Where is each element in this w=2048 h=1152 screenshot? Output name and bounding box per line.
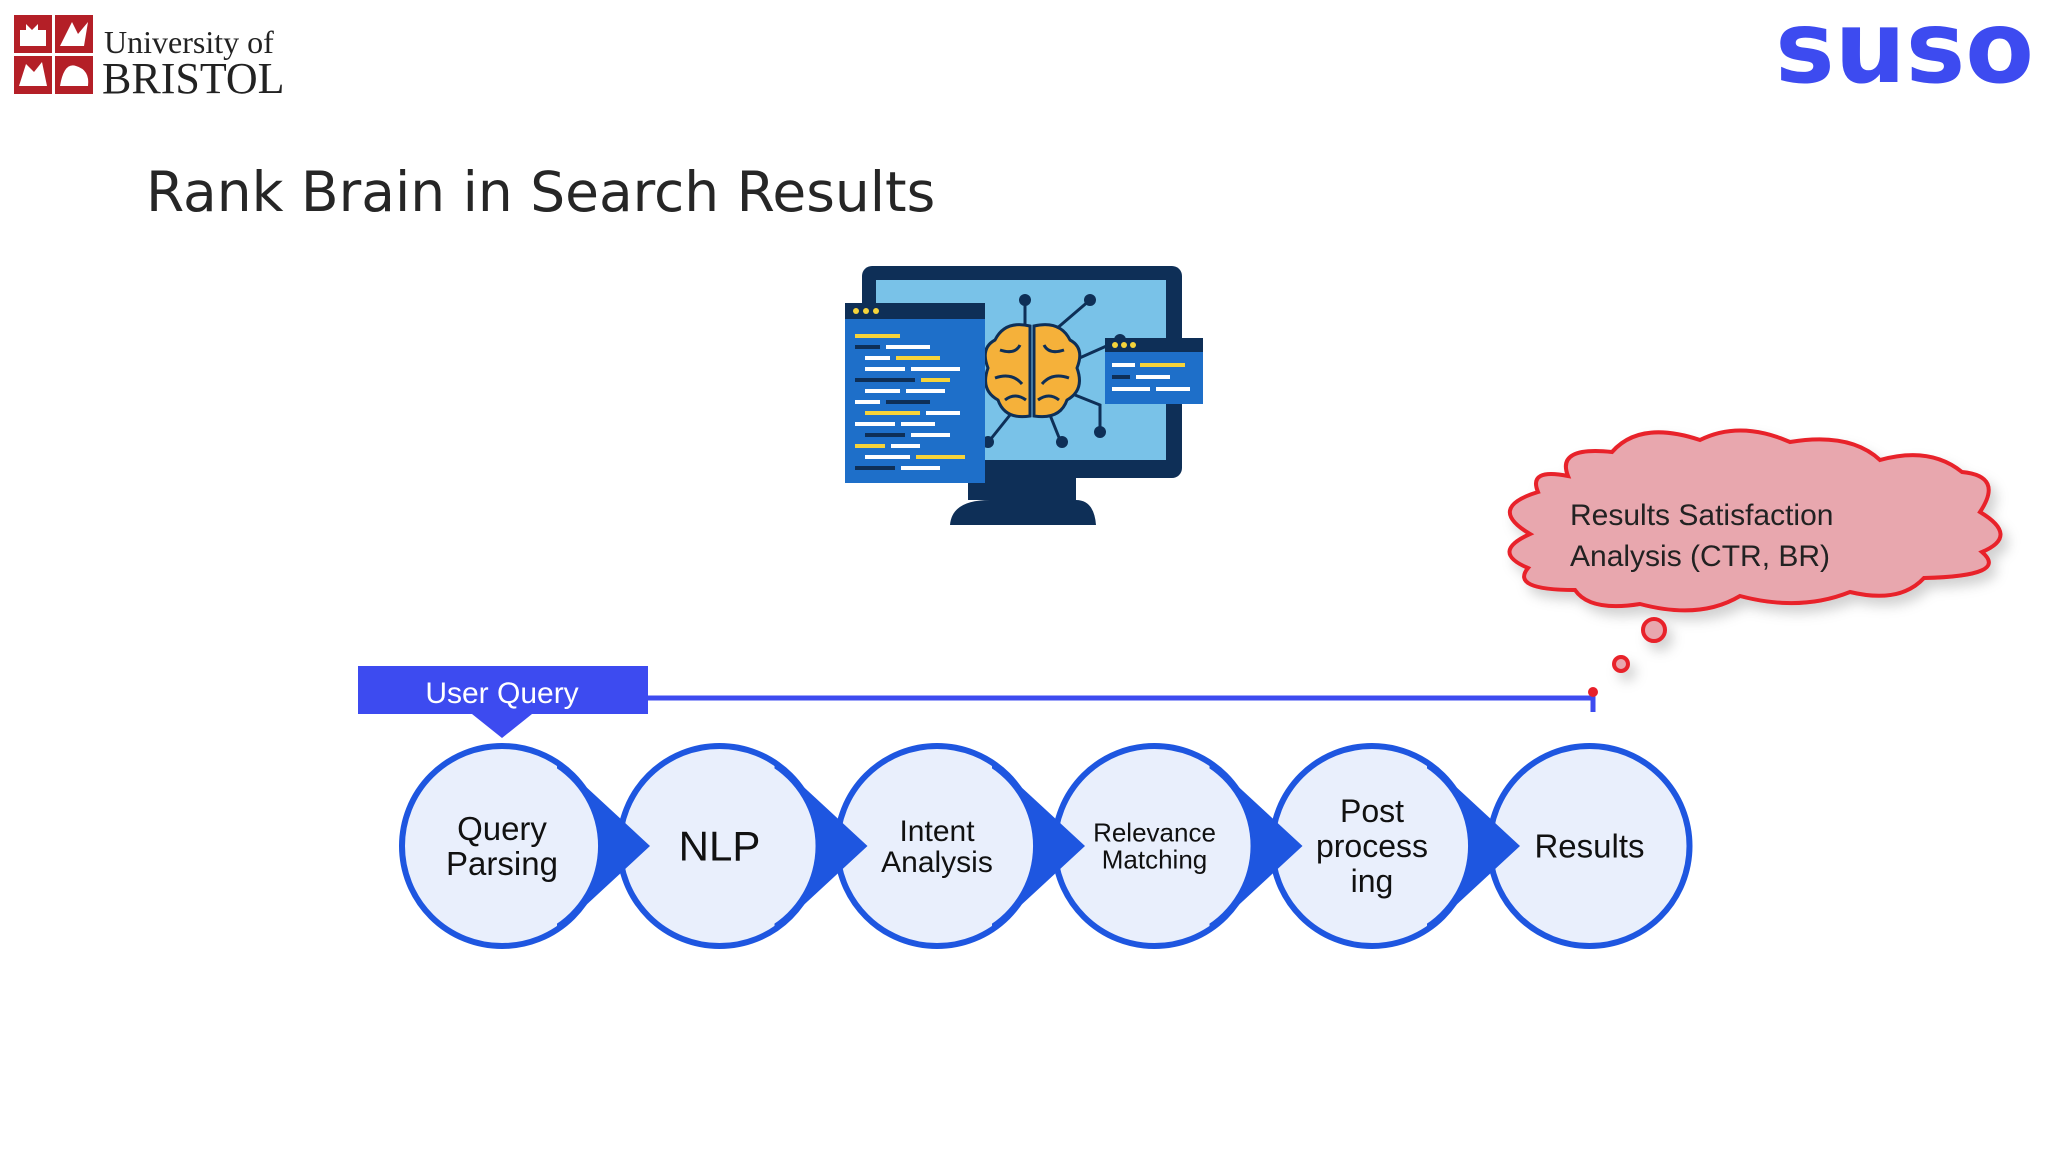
step-arrow-inner (1420, 764, 1469, 928)
feedback-connector (646, 687, 1598, 712)
monitor-brain-illustration-icon (845, 266, 1203, 525)
down-arrow-icon (472, 714, 532, 738)
step-arrow-inner (1202, 764, 1251, 928)
brand-logo: suso (1775, 0, 2034, 106)
step-label: Analysis (881, 846, 993, 879)
step-label: Parsing (446, 845, 558, 882)
step-label: Post (1340, 793, 1404, 829)
user-query-bar: User Query (358, 666, 648, 738)
university-logo: University of BRISTOL (14, 15, 285, 103)
step-label: ing (1351, 863, 1394, 899)
bristol-crest-icon (14, 15, 93, 94)
step-arrow-inner (985, 764, 1034, 928)
step-label: Intent (899, 815, 975, 848)
step-arrow-inner (767, 764, 816, 928)
step-label: Query (457, 810, 547, 847)
user-query-label: User Query (425, 677, 578, 710)
university-name-line2: BRISTOL (102, 54, 285, 103)
step-label: Matching (1102, 845, 1208, 875)
feedback-thought-cloud (1507, 428, 2003, 673)
feedback-label-line2: Analysis (CTR, BR) (1570, 540, 1830, 573)
step-label: Results (1534, 828, 1644, 865)
university-name-line1: University of (104, 24, 274, 60)
slide-title: Rank Brain in Search Results (146, 160, 935, 224)
step-label: NLP (679, 823, 761, 870)
feedback-label-line1: Results Satisfaction (1570, 499, 1833, 532)
step-label: process (1316, 828, 1428, 864)
step-label: Relevance (1093, 818, 1216, 848)
step-arrow-inner (550, 764, 599, 928)
